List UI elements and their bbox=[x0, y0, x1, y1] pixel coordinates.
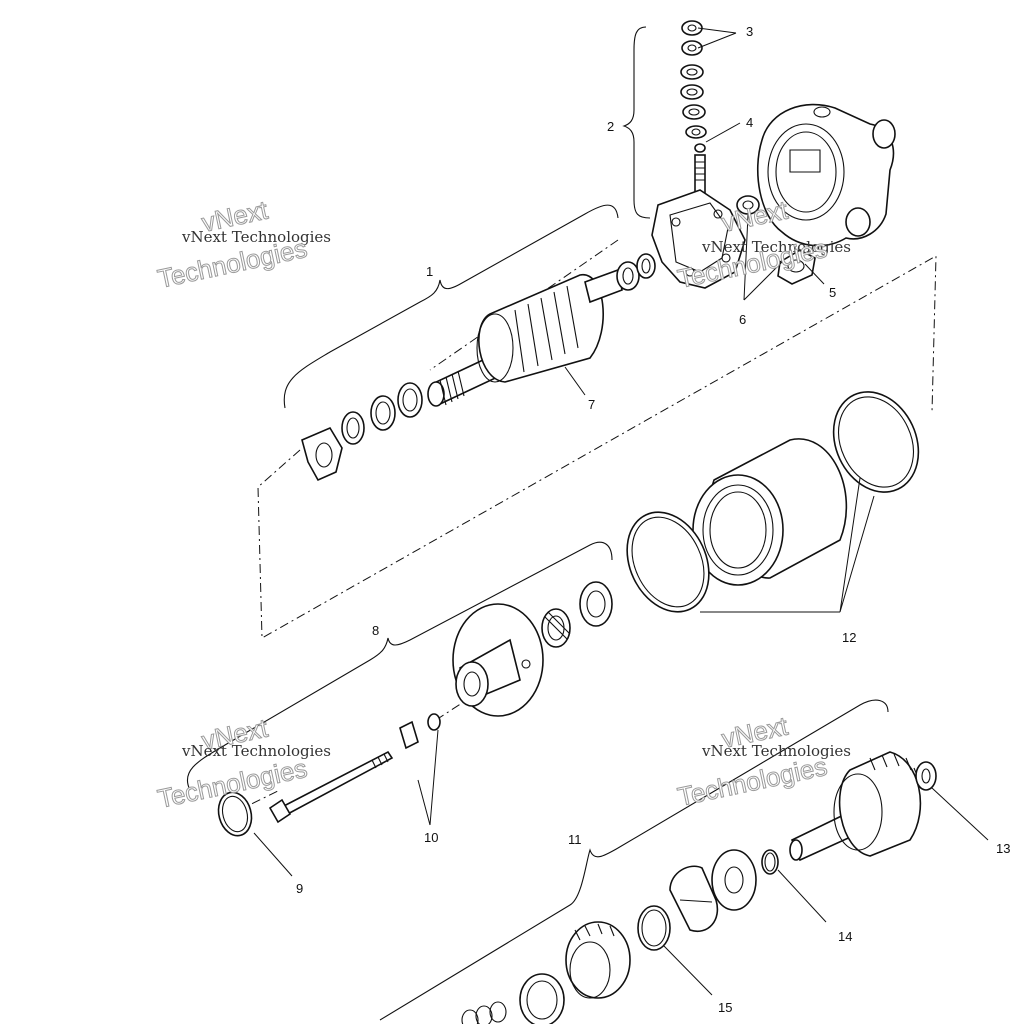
clip-14 bbox=[761, 849, 779, 875]
watermark-text: vNext Technologies bbox=[181, 742, 331, 760]
callout-6: 6 bbox=[739, 312, 746, 327]
spring-ring-15 bbox=[637, 905, 671, 951]
watermark-text: vNext Technologies bbox=[701, 742, 851, 760]
brush-plate bbox=[651, 189, 746, 289]
nut-washer-stack bbox=[680, 20, 707, 153]
terminal-bolt bbox=[694, 154, 706, 194]
callout-2: 2 bbox=[607, 119, 614, 134]
watermark-text: Technologies bbox=[675, 751, 830, 812]
snap-ring bbox=[217, 791, 253, 837]
clutch-half-collar bbox=[669, 865, 719, 933]
yoke-housing bbox=[692, 438, 848, 586]
bracket-group-2 bbox=[622, 26, 651, 219]
pinion-gear bbox=[565, 921, 631, 999]
watermark-top-left: vNext vNext Technologies Technologies bbox=[155, 194, 332, 294]
o-ring-front bbox=[626, 511, 710, 613]
through-bolt bbox=[268, 750, 394, 824]
armature bbox=[427, 268, 623, 407]
needle-bearing bbox=[541, 608, 571, 648]
callout-15: 15 bbox=[718, 1000, 732, 1015]
armature-washers-front bbox=[341, 382, 423, 445]
lock-plate bbox=[301, 426, 343, 482]
front-bracket bbox=[452, 603, 544, 717]
terminal-screw bbox=[777, 249, 816, 285]
callout-7: 7 bbox=[588, 397, 595, 412]
watermark-text: vNext Technologies bbox=[181, 228, 331, 246]
spring bbox=[461, 1001, 507, 1024]
bracket-group-8 bbox=[186, 541, 613, 791]
bolt-washer bbox=[399, 713, 441, 750]
washer-13 bbox=[915, 761, 937, 791]
callout-10: 10 bbox=[424, 830, 438, 845]
drive-gear-shaft bbox=[789, 751, 922, 862]
bracket-group-11 bbox=[379, 699, 889, 1021]
callout-14: 14 bbox=[838, 929, 852, 944]
callout-12: 12 bbox=[842, 630, 856, 645]
armature-washers-rear bbox=[616, 253, 656, 291]
bushing bbox=[736, 195, 760, 215]
callout-4: 4 bbox=[746, 115, 753, 130]
callout-11: 11 bbox=[568, 832, 582, 847]
ball-bearing bbox=[579, 581, 613, 627]
bracket-group-1 bbox=[283, 204, 619, 409]
sleeve bbox=[519, 973, 565, 1024]
callout-13: 13 bbox=[996, 841, 1010, 856]
watermark-text: vNext Technologies bbox=[701, 238, 851, 256]
thrust-washer bbox=[711, 849, 757, 911]
callout-8: 8 bbox=[372, 623, 379, 638]
callout-3: 3 bbox=[746, 24, 753, 39]
o-ring-large bbox=[832, 391, 920, 493]
watermark-text: vNext bbox=[719, 711, 791, 754]
callout-9: 9 bbox=[296, 881, 303, 896]
callout-5: 5 bbox=[829, 285, 836, 300]
callout-1: 1 bbox=[426, 264, 433, 279]
end-cover-housing bbox=[756, 103, 896, 247]
